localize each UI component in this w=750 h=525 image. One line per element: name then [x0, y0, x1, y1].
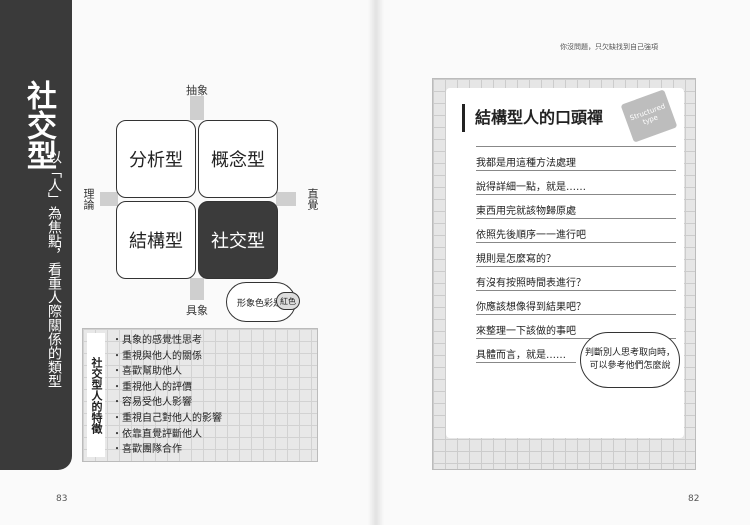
divider [476, 266, 676, 267]
divider [476, 314, 676, 315]
divider [476, 338, 676, 339]
cloud-text: 形象色彩是 [237, 298, 283, 309]
axis-bottom-label: 具象 [186, 304, 208, 317]
phrase-item: 有沒有按照時間表進行？ [476, 278, 586, 289]
phrase-item: 我都是用這種方法處理 [476, 158, 576, 169]
divider [476, 218, 676, 219]
divider [476, 194, 676, 195]
list-item: 依靠直覺評斷他人 [112, 427, 312, 443]
divider [476, 242, 676, 243]
chapter-title: 社交型 [21, 80, 56, 170]
arrow-right-icon [276, 192, 296, 206]
divider [476, 362, 576, 363]
phrase-item: 你應該想像得到結果吧？ [476, 302, 586, 313]
phrase-item: 依照先後順序一一進行吧 [476, 230, 586, 241]
list-item: 重視他人的評價 [112, 380, 312, 396]
card-title: 結構型人的口頭禪 [462, 104, 603, 132]
phrase-item: 東西用完就該物歸原處 [476, 206, 576, 217]
chapter-subtitle: 以「人」為焦點，看重人際關係的類型 [46, 150, 62, 388]
list-item: 重視與他人的關係 [112, 349, 312, 365]
divider [476, 170, 676, 171]
list-item: 重視自己對他人的影響 [112, 411, 312, 427]
quadrant-social: 社交型 [198, 201, 278, 279]
page-number-right: 82 [688, 494, 700, 504]
quadrant-conceptual: 概念型 [198, 120, 278, 198]
divider [476, 290, 676, 291]
axis-top-label: 抽象 [186, 84, 208, 97]
divider [476, 146, 676, 147]
page-number-left: 83 [56, 494, 68, 504]
phrase-item: 具體而言，就是…… [476, 350, 566, 361]
spine [368, 0, 384, 525]
color-badge: 紅色 [276, 292, 300, 310]
arrow-up-icon [190, 96, 204, 120]
feature-list: 具象的感覺性思考 重視與他人的關係 喜歡幫助他人 重視他人的評價 容易受他人影響… [112, 333, 312, 458]
running-header: 你沒問題，只欠缺找到自己強項 [560, 43, 658, 51]
phrase-item: 規則是怎麼寫的？ [476, 254, 556, 265]
list-item: 容易受他人影響 [112, 395, 312, 411]
axis-right-label: 直覺 [306, 188, 319, 210]
axis-left-label: 理論 [82, 188, 95, 210]
chapter-strip [0, 0, 72, 470]
feature-heading: 社交型人的特徵 [87, 333, 105, 457]
list-item: 喜歡團隊合作 [112, 442, 312, 458]
list-item: 喜歡幫助他人 [112, 364, 312, 380]
list-item: 具象的感覺性思考 [112, 333, 312, 349]
phrase-item: 說得詳細一點，就是…… [476, 182, 586, 193]
quadrant-structural: 結構型 [116, 201, 196, 279]
phrase-item: 來整理一下該做的事吧 [476, 326, 576, 337]
arrow-down-icon [190, 278, 204, 300]
quadrant-analytical: 分析型 [116, 120, 196, 198]
arrow-left-icon [100, 192, 118, 206]
speech-bubble: 判斷別人思考取向時，可以參考他們怎麼說 [580, 332, 680, 388]
